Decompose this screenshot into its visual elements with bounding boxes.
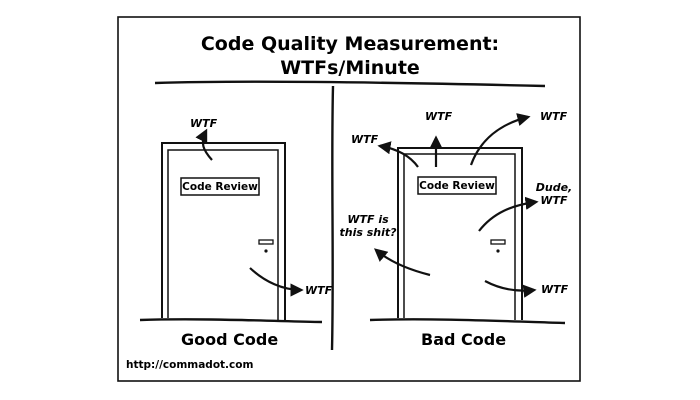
code-review-sign-bad — [417, 176, 497, 195]
wtf-arrow — [469, 113, 531, 166]
wtf-arrow — [478, 196, 539, 232]
title-divider-line — [154, 80, 546, 88]
code-review-sign-good — [180, 177, 260, 196]
good-code-caption: Good Code — [181, 330, 279, 349]
bad-dude: Dude, — [535, 181, 573, 194]
door-handle — [490, 239, 506, 245]
bad-dude-wtf: WTF — [540, 194, 568, 207]
wtf-arrow — [377, 141, 419, 168]
good-wtf-top: WTF — [190, 117, 218, 130]
good-code-review-sign: Code Review — [182, 181, 258, 193]
comic-title: Code Quality Measurement: — [200, 33, 500, 55]
wtf-arrow — [195, 128, 213, 161]
bad-wtf-top: WTF — [425, 110, 453, 123]
credit-url: http://commadot.com — [126, 359, 254, 371]
bad-code-caption: Bad Code — [421, 330, 507, 349]
panel-divider-line — [330, 85, 335, 351]
bad-wtf-left: WTF — [351, 133, 379, 146]
bad-this-shit: this shit? — [339, 226, 397, 239]
wtf-arrow — [373, 248, 431, 277]
bad-floor-line — [369, 318, 566, 325]
wtf-arrow — [249, 267, 304, 297]
bad-wtf-is: WTF is — [347, 213, 389, 226]
bad-wtf-top-right: WTF — [540, 110, 568, 123]
wtf-arrow — [484, 280, 537, 298]
bad-code-door — [397, 147, 523, 320]
bad-code-review-sign: Code Review — [419, 180, 495, 192]
comic-subtitle: WTFs/Minute — [280, 57, 420, 79]
door-handle — [258, 239, 274, 245]
good-floor-line — [139, 318, 323, 324]
good-wtf-right: WTF — [305, 284, 333, 297]
good-code-door — [161, 142, 286, 320]
bad-wtf-bottom-right: WTF — [541, 283, 569, 296]
